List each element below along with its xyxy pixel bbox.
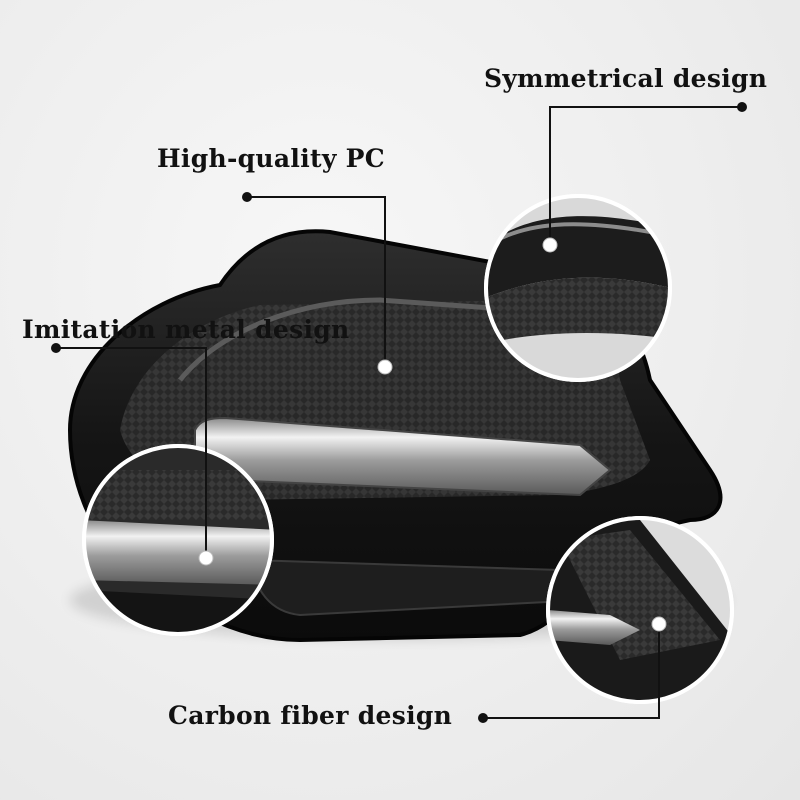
dot-imitation-inner <box>198 550 214 566</box>
dot-symmetrical-outer <box>737 102 747 112</box>
callout-imitation-metal-design: Imitation metal design <box>22 315 350 344</box>
zoom-detail-carbon-fiber <box>546 516 734 704</box>
leader-lines <box>56 106 742 719</box>
leader-line-high-quality <box>247 196 386 365</box>
dot-carbon-outer <box>478 713 488 723</box>
dot-symmetrical-inner <box>542 237 558 253</box>
dot-high-quality-inner <box>377 359 393 375</box>
dot-imitation-outer <box>51 343 61 353</box>
leader-line-symmetrical <box>549 106 742 243</box>
dot-high-quality-outer <box>242 192 252 202</box>
leader-line-carbon-fiber <box>483 626 660 719</box>
callout-carbon-fiber-design: Carbon fiber design <box>168 701 453 730</box>
zoom-detail-symmetrical <box>484 194 672 382</box>
leader-dots <box>51 102 747 723</box>
zoom-detail-imitation-metal <box>82 444 274 636</box>
leader-line-imitation-metal <box>56 347 207 556</box>
callout-symmetrical-design: Symmetrical design <box>484 64 768 93</box>
dot-carbon-inner <box>651 616 667 632</box>
callout-high-quality-pc: High-quality PC <box>157 144 385 173</box>
